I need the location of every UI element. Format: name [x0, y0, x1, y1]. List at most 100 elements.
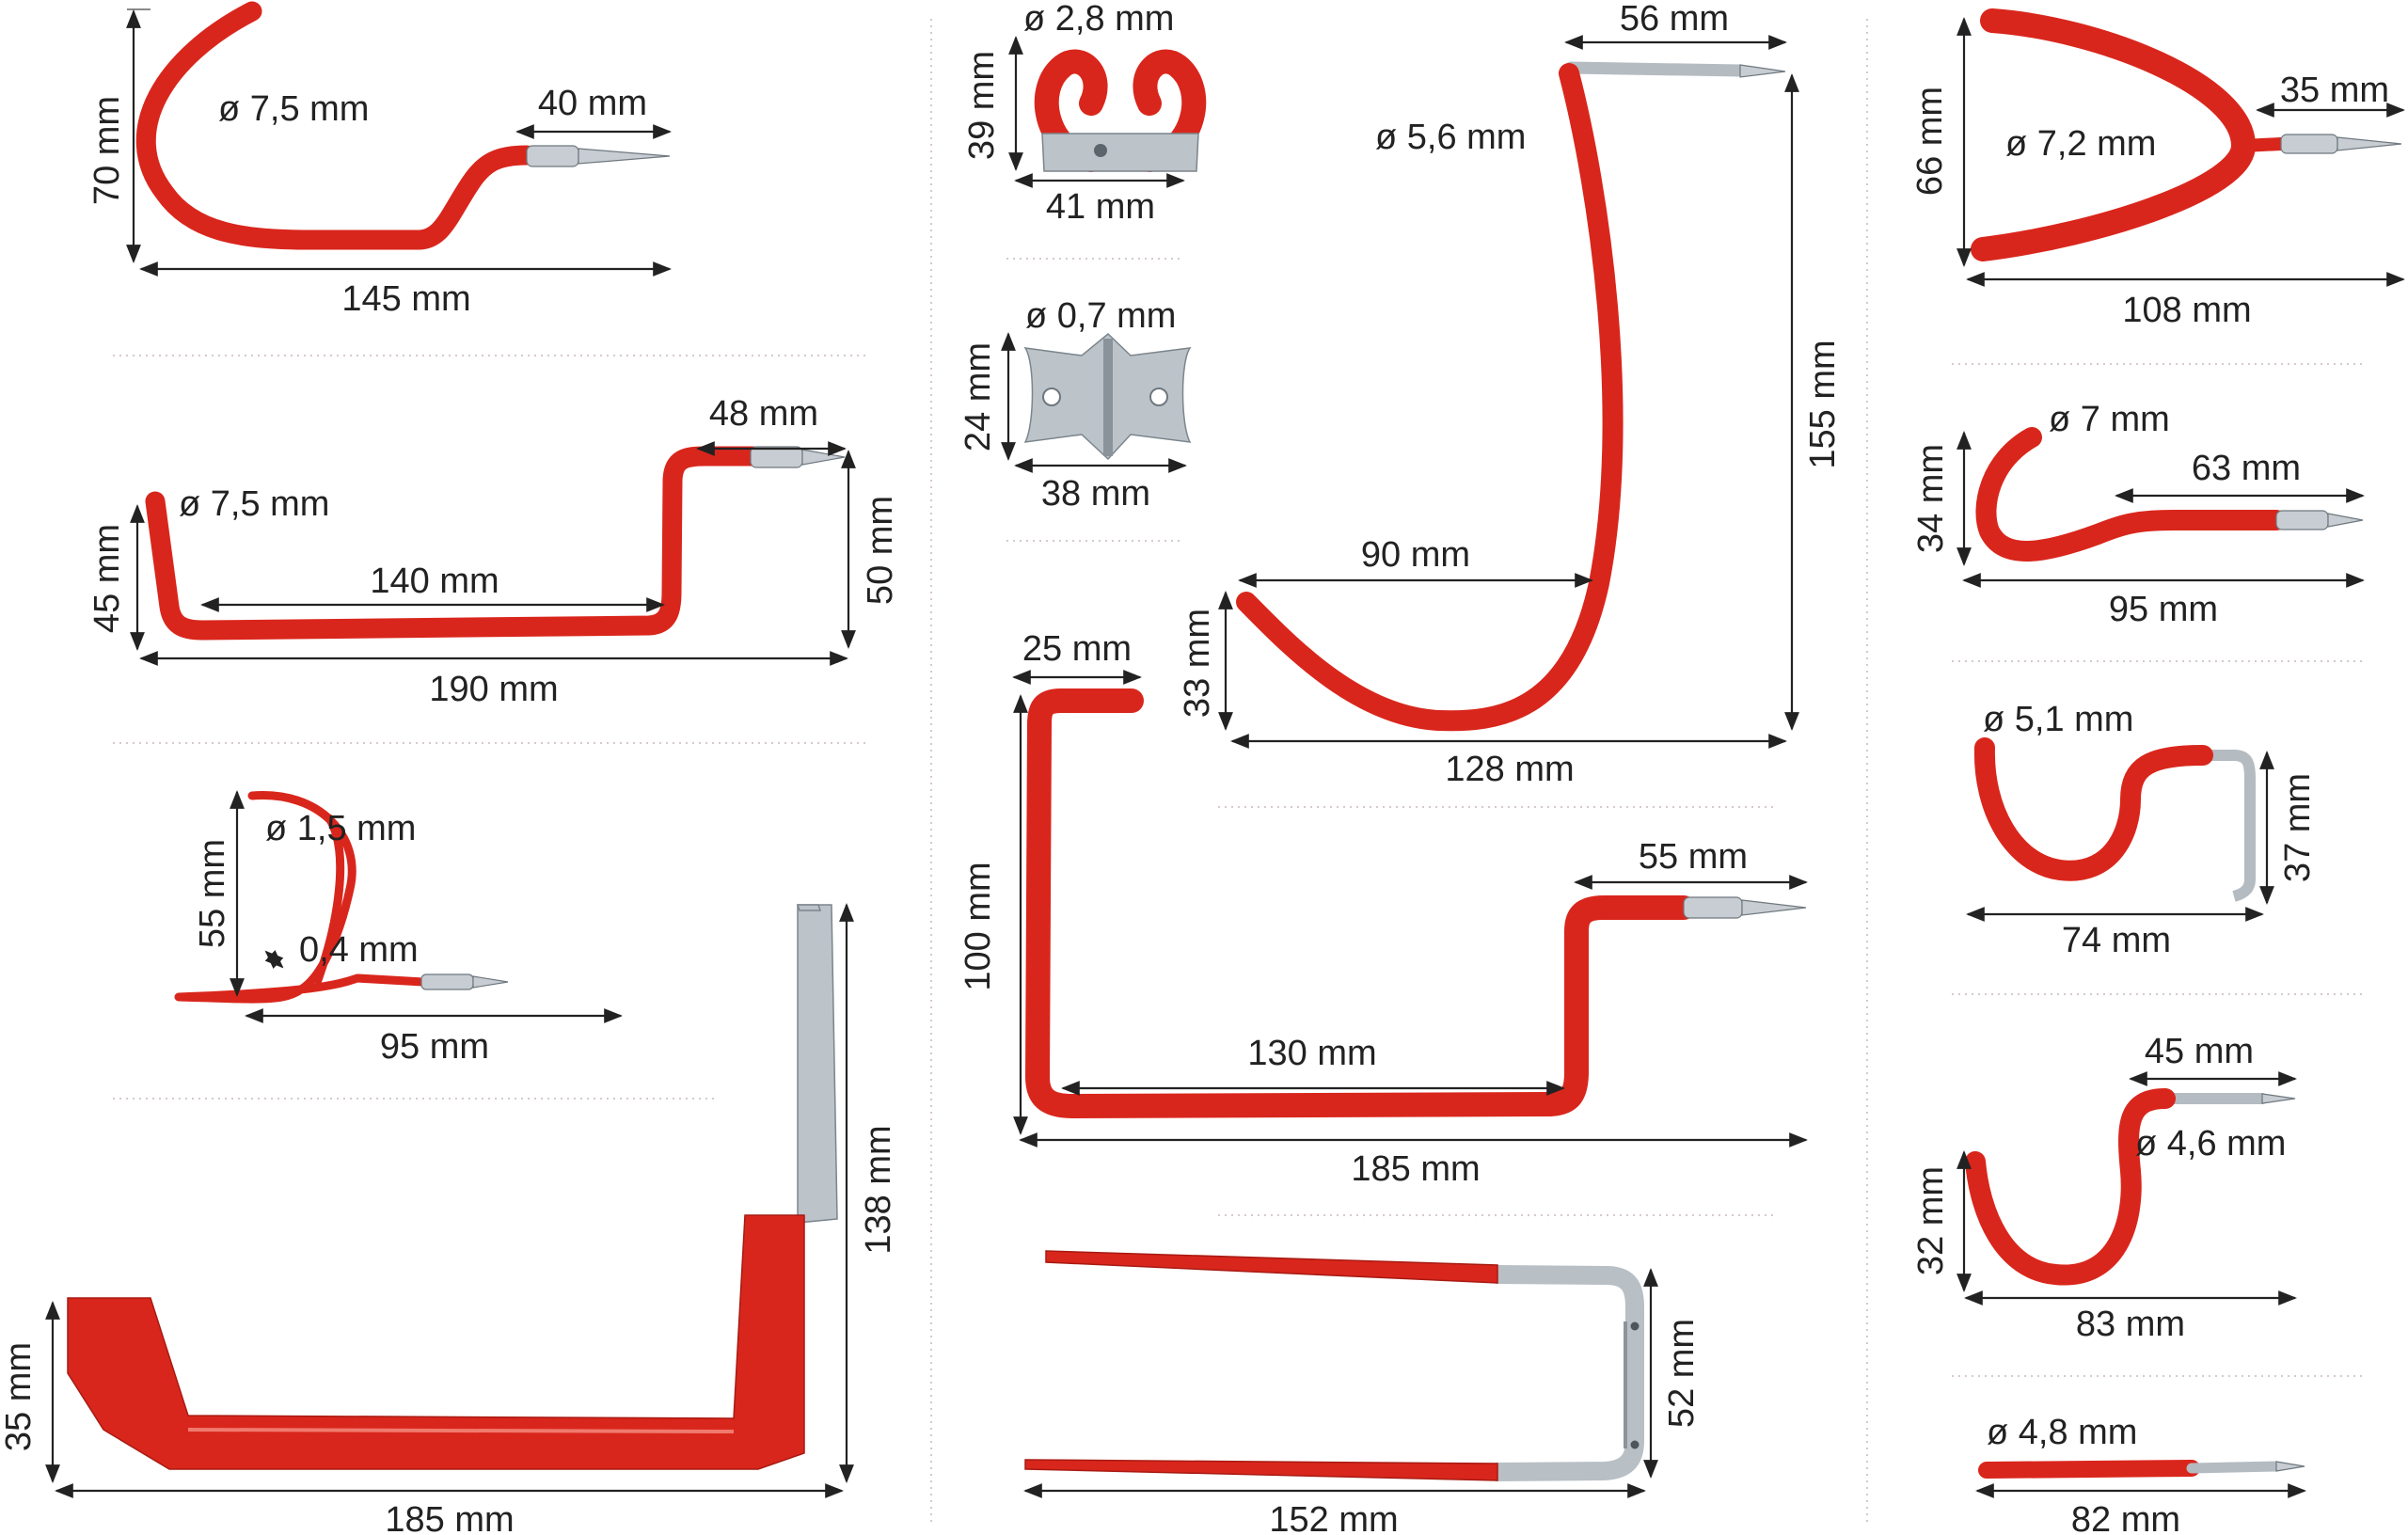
- dim-label-screw: 40 mm: [538, 84, 647, 123]
- dim-label-height: 34 mm: [1911, 444, 1951, 553]
- hook-2-illustration: [145, 446, 846, 641]
- screw-hole-icon: [1630, 1321, 1640, 1331]
- dim-label-diameter: ø 7 mm: [2049, 400, 2170, 439]
- hook-1-illustration: [135, 1, 671, 250]
- steel-spike: [2186, 1461, 2282, 1474]
- dim-label-screw: 63 mm: [2192, 449, 2301, 488]
- hook-12-illustration: [1973, 737, 2256, 902]
- dim-label-height: 37 mm: [2278, 773, 2318, 882]
- hook-4-illustration: [67, 904, 838, 1470]
- product-4-hook: 35 mm 138 mm 185 mm: [0, 903, 898, 1535]
- product-8-hook: 25 mm 100 mm 55 mm 130 mm 185 mm: [958, 629, 1808, 1189]
- steel-bracket: [797, 904, 838, 1224]
- screw-icon: [526, 145, 579, 167]
- dim-label-thin: 0,4 mm: [299, 930, 419, 970]
- dim-label-height: 32 mm: [1911, 1166, 1951, 1275]
- red-prong-bottom: [1024, 1459, 1498, 1481]
- screw-hole-icon: [1042, 388, 1061, 406]
- spike-tip-icon: [2275, 1461, 2305, 1472]
- hook-7-illustration: [1236, 61, 1786, 732]
- dim-label-screw: 48 mm: [709, 394, 818, 434]
- screw-tip-icon: [2337, 136, 2402, 151]
- dim-label-width: 74 mm: [2062, 921, 2171, 960]
- dim-label-height: 155 mm: [1803, 340, 1843, 468]
- product-12-hook: ø 5,1 mm 37 mm 74 mm: [1966, 700, 2318, 960]
- product-2-hook: 45 mm ø 7,5 mm 48 mm 140 mm 50 mm 190 mm: [87, 394, 900, 709]
- dim-label-height: 35 mm: [0, 1342, 39, 1451]
- screw-tip-icon: [472, 975, 509, 989]
- product-3-hook: 55 mm ø 1,5 mm 0,4 mm 95 mm: [174, 790, 623, 1067]
- screw-hole-icon: [1630, 1440, 1640, 1449]
- product-13-hook: 45 mm ø 4,6 mm 32 mm 83 mm: [1911, 1032, 2297, 1344]
- dim-label-diameter: ø 0,7 mm: [1025, 296, 1176, 336]
- dim-label-top: 56 mm: [1620, 0, 1729, 39]
- spike-tip-icon: [2261, 1093, 2296, 1104]
- dim-label-height: 39 mm: [962, 51, 1002, 160]
- dim-label-height: 66 mm: [1910, 87, 1950, 196]
- screw-icon: [2275, 510, 2329, 530]
- dim-label-inner: 130 mm: [1247, 1034, 1376, 1073]
- clip-5-illustration: [1034, 49, 1207, 172]
- product-1-hook: 70 mm ø 7,5 mm 40 mm 145 mm: [87, 1, 672, 319]
- dim-label-height: 52 mm: [1662, 1319, 1702, 1428]
- dim-label-spike: 45 mm: [2145, 1032, 2254, 1071]
- screw-hole-icon: [1094, 144, 1107, 157]
- dim-label-width: 190 mm: [429, 670, 558, 709]
- dim-label-screw: 35 mm: [2280, 71, 2389, 110]
- separators: [113, 19, 2366, 1524]
- screw-tip-icon: [1741, 899, 1807, 916]
- steel-clip-base: [1041, 133, 1199, 172]
- product-11-hook: ø 7 mm 34 mm 63 mm 95 mm: [1911, 400, 2365, 629]
- dim-label-right-height: 138 mm: [859, 1125, 898, 1254]
- dim-line-thin: [264, 950, 284, 969]
- dim-label-width: 38 mm: [1041, 474, 1150, 514]
- product-6-plate: 24 mm ø 0,7 mm 38 mm: [958, 296, 1192, 514]
- screw-hole-icon: [1149, 388, 1168, 406]
- dim-label-inner: 140 mm: [370, 562, 499, 601]
- dim-label-diameter: ø 4,8 mm: [1987, 1413, 2137, 1452]
- dim-label-width: 185 mm: [385, 1500, 514, 1535]
- red-bracket-body: [67, 1214, 805, 1470]
- dim-label-diameter: ø 7,5 mm: [179, 484, 329, 524]
- hook-3-illustration: [174, 791, 509, 1004]
- dim-label-diameter: ø 2,8 mm: [1023, 0, 1174, 39]
- dim-label-height: 45 mm: [87, 524, 127, 633]
- red-prong-top: [1045, 1250, 1498, 1284]
- dim-label-diameter: ø 5,6 mm: [1375, 118, 1526, 157]
- dim-label-lip: 25 mm: [1022, 629, 1132, 669]
- steel-spike: [1564, 61, 1747, 77]
- screw-tip-icon: [578, 148, 671, 165]
- dim-label-right-height: 50 mm: [861, 496, 900, 605]
- screw-icon: [1683, 896, 1743, 919]
- dim-label-lip: 33 mm: [1178, 609, 1217, 718]
- dim-label-width: 128 mm: [1445, 750, 1574, 789]
- product-14-hook: ø 4,8 mm 82 mm: [1975, 1413, 2306, 1535]
- dim-label-diameter: ø 7,2 mm: [2005, 124, 2156, 164]
- dim-label-width: 145 mm: [341, 279, 470, 319]
- dim-label-diameter: ø 5,1 mm: [1983, 700, 2133, 739]
- dim-label-width: 95 mm: [380, 1027, 489, 1067]
- dim-label-height: 70 mm: [87, 96, 127, 205]
- dim-label-width: 108 mm: [2122, 291, 2251, 330]
- dim-label-width: 41 mm: [1046, 187, 1155, 227]
- product-5-clip: 39 mm ø 2,8 mm 41 mm: [962, 0, 1207, 227]
- dim-label-width: 185 mm: [1351, 1149, 1480, 1189]
- plate-6-illustration: [1023, 332, 1192, 461]
- screw-icon: [750, 446, 803, 468]
- dim-label-height: 100 mm: [958, 862, 998, 990]
- spike-tip-icon: [1739, 64, 1786, 78]
- hook-10-illustration: [1971, 8, 2402, 261]
- screw-icon: [2280, 134, 2338, 154]
- product-7-hook: 56 mm ø 5,6 mm 155 mm 90 mm 33 mm 128 mm: [1178, 0, 1843, 789]
- dim-label-inner: 90 mm: [1361, 535, 1470, 575]
- hook-8-illustration: [1025, 688, 1807, 1118]
- product-10-hook: 66 mm ø 7,2 mm 35 mm 108 mm: [1910, 8, 2405, 330]
- dim-label-width: 83 mm: [2076, 1305, 2185, 1344]
- screw-tip-icon: [801, 449, 846, 466]
- hook-13-illustration: [1965, 1088, 2296, 1286]
- hook-14-illustration: [1978, 1460, 2305, 1479]
- steel-end: [2203, 750, 2256, 902]
- steel-bend: [1495, 1265, 1644, 1481]
- dim-label-diameter: ø 4,6 mm: [2135, 1124, 2286, 1163]
